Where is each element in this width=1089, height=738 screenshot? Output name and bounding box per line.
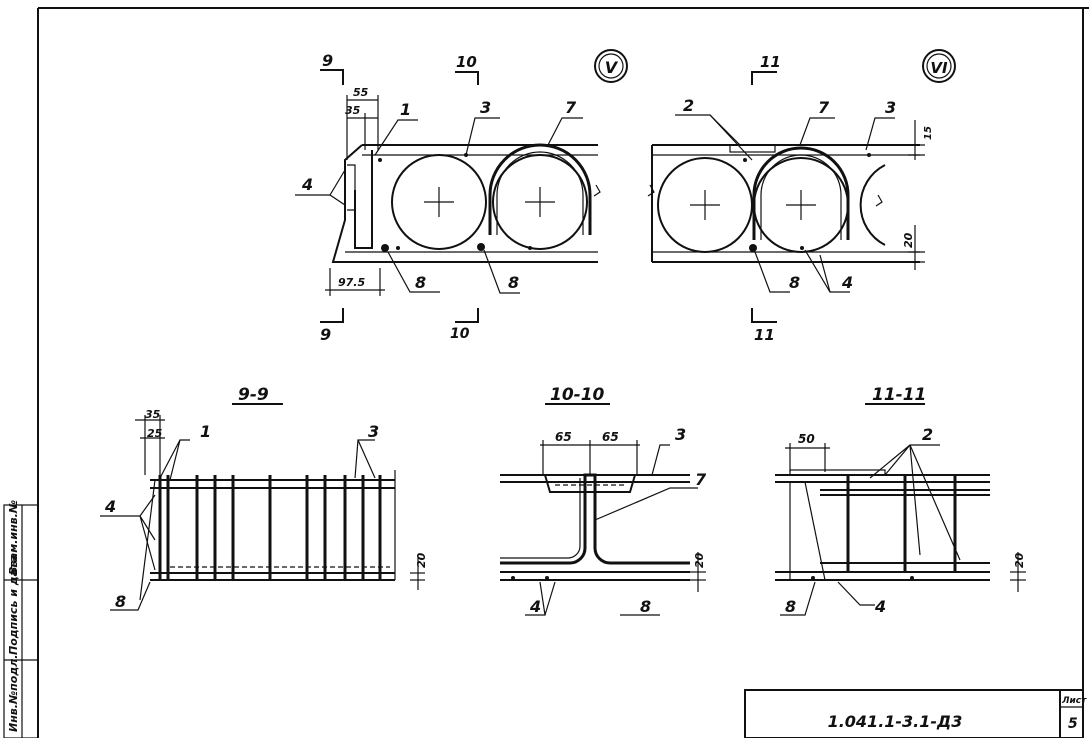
s9-pos-8: 8: [115, 592, 126, 611]
s10-pos-3: 3: [675, 425, 686, 444]
drawing-code: 1.041.1-3.1-Д3: [828, 712, 963, 731]
dim-20-top: 20: [902, 232, 915, 248]
s11-dim-20: 20: [1013, 552, 1026, 568]
cut-mark-11-bottom: 11: [754, 326, 775, 344]
s11-pos-8: 8: [785, 597, 796, 616]
section-9-9: 9-9 35 25: [100, 385, 428, 611]
label-pos-8b: 8: [508, 273, 519, 292]
cut-mark-10-top: 10: [456, 53, 477, 71]
plan-view-node-v: [295, 95, 601, 296]
top-position-labels: 1 3 7 4 8 8 2 7 3 8 4 55 35 97.5 15 20: [301, 86, 934, 292]
s10-pos-4: 4: [529, 597, 541, 616]
s11-pos-2: 2: [922, 425, 933, 444]
cut-mark-9-bottom: 9: [320, 325, 331, 344]
s9-pos-3: 3: [368, 422, 379, 441]
sidebar-text-3: Взам.инв.№: [7, 500, 20, 575]
s11-dim-50: 50: [798, 432, 815, 446]
title-block: 1.041.1-3.1-Д3 Лист 5: [744, 689, 1087, 738]
vertical-bars-9: [158, 475, 382, 580]
dim-35: 35: [345, 104, 361, 117]
section-10-10-title: 10-10: [550, 385, 605, 405]
section-11-11-title: 11-11: [872, 385, 926, 405]
s9-dim-35: 35: [145, 408, 161, 421]
node-mark-v: V: [605, 58, 619, 77]
s10-dim-65a: 65: [555, 430, 572, 444]
cut-mark-11-top: 11: [760, 53, 781, 71]
dim-97-5: 97.5: [338, 276, 365, 289]
label-pos-3: 3: [480, 98, 491, 117]
label-pos-3b: 3: [885, 98, 896, 117]
label-pos-8: 8: [415, 273, 426, 292]
s9-dim-20: 20: [415, 552, 428, 568]
section-10-10: 10-10 65 65 3 7 4 8 20: [500, 385, 707, 616]
s10-pos-7: 7: [695, 470, 707, 489]
sheet-number: 5: [1068, 716, 1078, 732]
sheet-frame: [3, 7, 1089, 738]
label-pos-8c: 8: [789, 273, 800, 292]
cut-mark-9-top: 9: [322, 51, 333, 70]
node-marks: V VI: [594, 49, 956, 83]
cut-marks: 9 9 10 10 11 11: [320, 51, 781, 344]
section-9-9-title: 9-9: [238, 385, 269, 405]
sidebar-text-2: Подпись и дата: [7, 555, 20, 655]
label-pos-7: 7: [565, 98, 577, 117]
label-pos-1: 1: [400, 100, 411, 119]
s10-dim-20: 20: [693, 552, 706, 568]
node-mark-vi: VI: [930, 59, 948, 77]
s10-pos-8: 8: [640, 597, 651, 616]
dim-55: 55: [353, 86, 369, 99]
label-pos-4b: 4: [841, 273, 853, 292]
plan-view-node-vi: [647, 114, 925, 293]
s11-pos-4: 4: [874, 597, 886, 616]
sidebar-text-1: Инв.№подл.: [7, 655, 20, 732]
s9-pos-1: 1: [200, 422, 211, 441]
label-pos-4: 4: [301, 175, 313, 194]
s9-dim-25: 25: [147, 427, 163, 440]
label-pos-2: 2: [683, 96, 694, 115]
sheet-label: Лист: [1061, 696, 1087, 706]
s10-dim-65b: 65: [602, 430, 619, 444]
section-11-11: 11-11 50 2 8 4 20: [775, 385, 1026, 616]
label-pos-7b: 7: [818, 98, 830, 117]
cut-mark-10-bottom: 10: [450, 326, 470, 342]
sidebar-labels: Инв.№подл. Подпись и дата Взам.инв.№: [7, 500, 20, 732]
s9-pos-4: 4: [104, 497, 116, 516]
dim-15: 15: [923, 126, 934, 140]
